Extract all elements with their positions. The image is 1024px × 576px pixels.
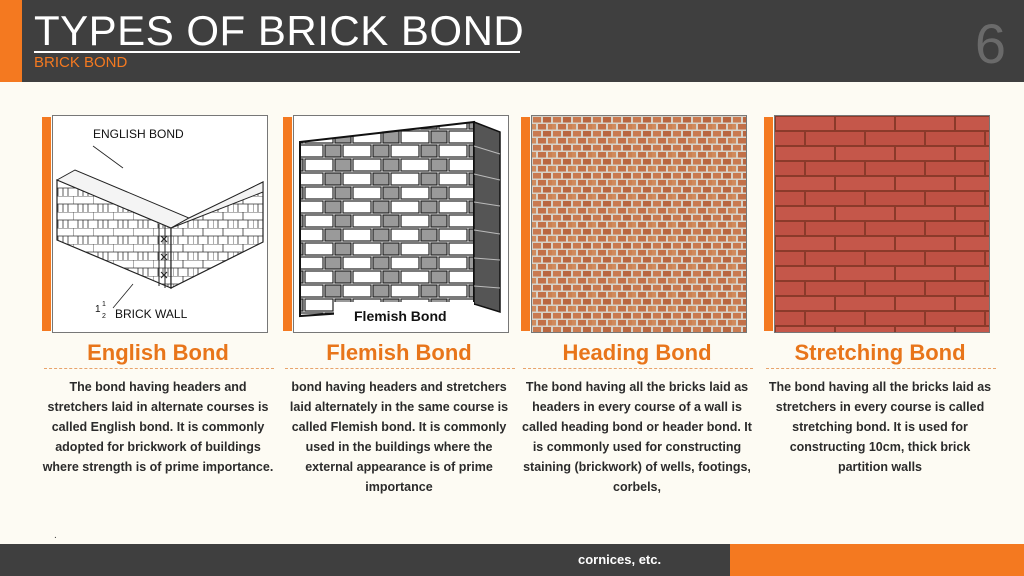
footer-text: cornices, etc.	[578, 552, 662, 567]
english-bond-wall-label: BRICK WALL	[115, 307, 188, 321]
svg-text:1: 1	[102, 301, 106, 308]
card-description: The bond having headers and stretchers l…	[42, 380, 274, 474]
card-accent-bar	[521, 117, 530, 331]
header-bar: TYPES OF BRICK BOND BRICK BOND 6	[0, 0, 1024, 82]
footer-accent-block	[730, 544, 1024, 576]
heading-divider	[766, 368, 996, 369]
heading-bond-illustration	[531, 115, 747, 333]
heading-divider	[285, 368, 515, 369]
card-description: The bond having all the bricks laid as h…	[522, 380, 752, 494]
heading-divider	[523, 368, 753, 369]
svg-text:1: 1	[95, 304, 101, 315]
heading-divider	[44, 368, 274, 369]
flemish-bond-image-label: Flemish Bond	[354, 308, 447, 324]
card-heading: Flemish Bond	[326, 340, 472, 365]
card-heading: Stretching Bond	[794, 340, 966, 365]
card-heading: English Bond	[87, 340, 229, 365]
page-title: TYPES OF BRICK BOND	[34, 7, 525, 54]
svg-text:2: 2	[102, 313, 106, 320]
page-subtitle: BRICK BOND	[34, 54, 128, 71]
card-description: The bond having all the bricks laid as s…	[768, 380, 992, 474]
card-accent-bar	[283, 117, 292, 331]
flemish-bond-illustration: Flemish Bond	[293, 115, 509, 333]
card-description: bond having headers and stretchers laid …	[289, 380, 509, 494]
stretching-bond-illustration	[774, 115, 990, 333]
card-accent-bar	[764, 117, 773, 331]
header-accent-strip	[0, 0, 22, 82]
title-underline	[34, 51, 520, 53]
slide-number: 6	[974, 12, 1006, 75]
card-heading: Heading Bond	[562, 340, 712, 365]
stray-mark: .	[54, 530, 57, 541]
english-bond-illustration: ENGLISH BOND BRICK WALL 1 1 2	[52, 115, 268, 333]
card-accent-bar	[42, 117, 51, 331]
footer-bar: cornices, etc.	[0, 544, 1024, 576]
english-bond-image-label: ENGLISH BOND	[93, 127, 184, 141]
